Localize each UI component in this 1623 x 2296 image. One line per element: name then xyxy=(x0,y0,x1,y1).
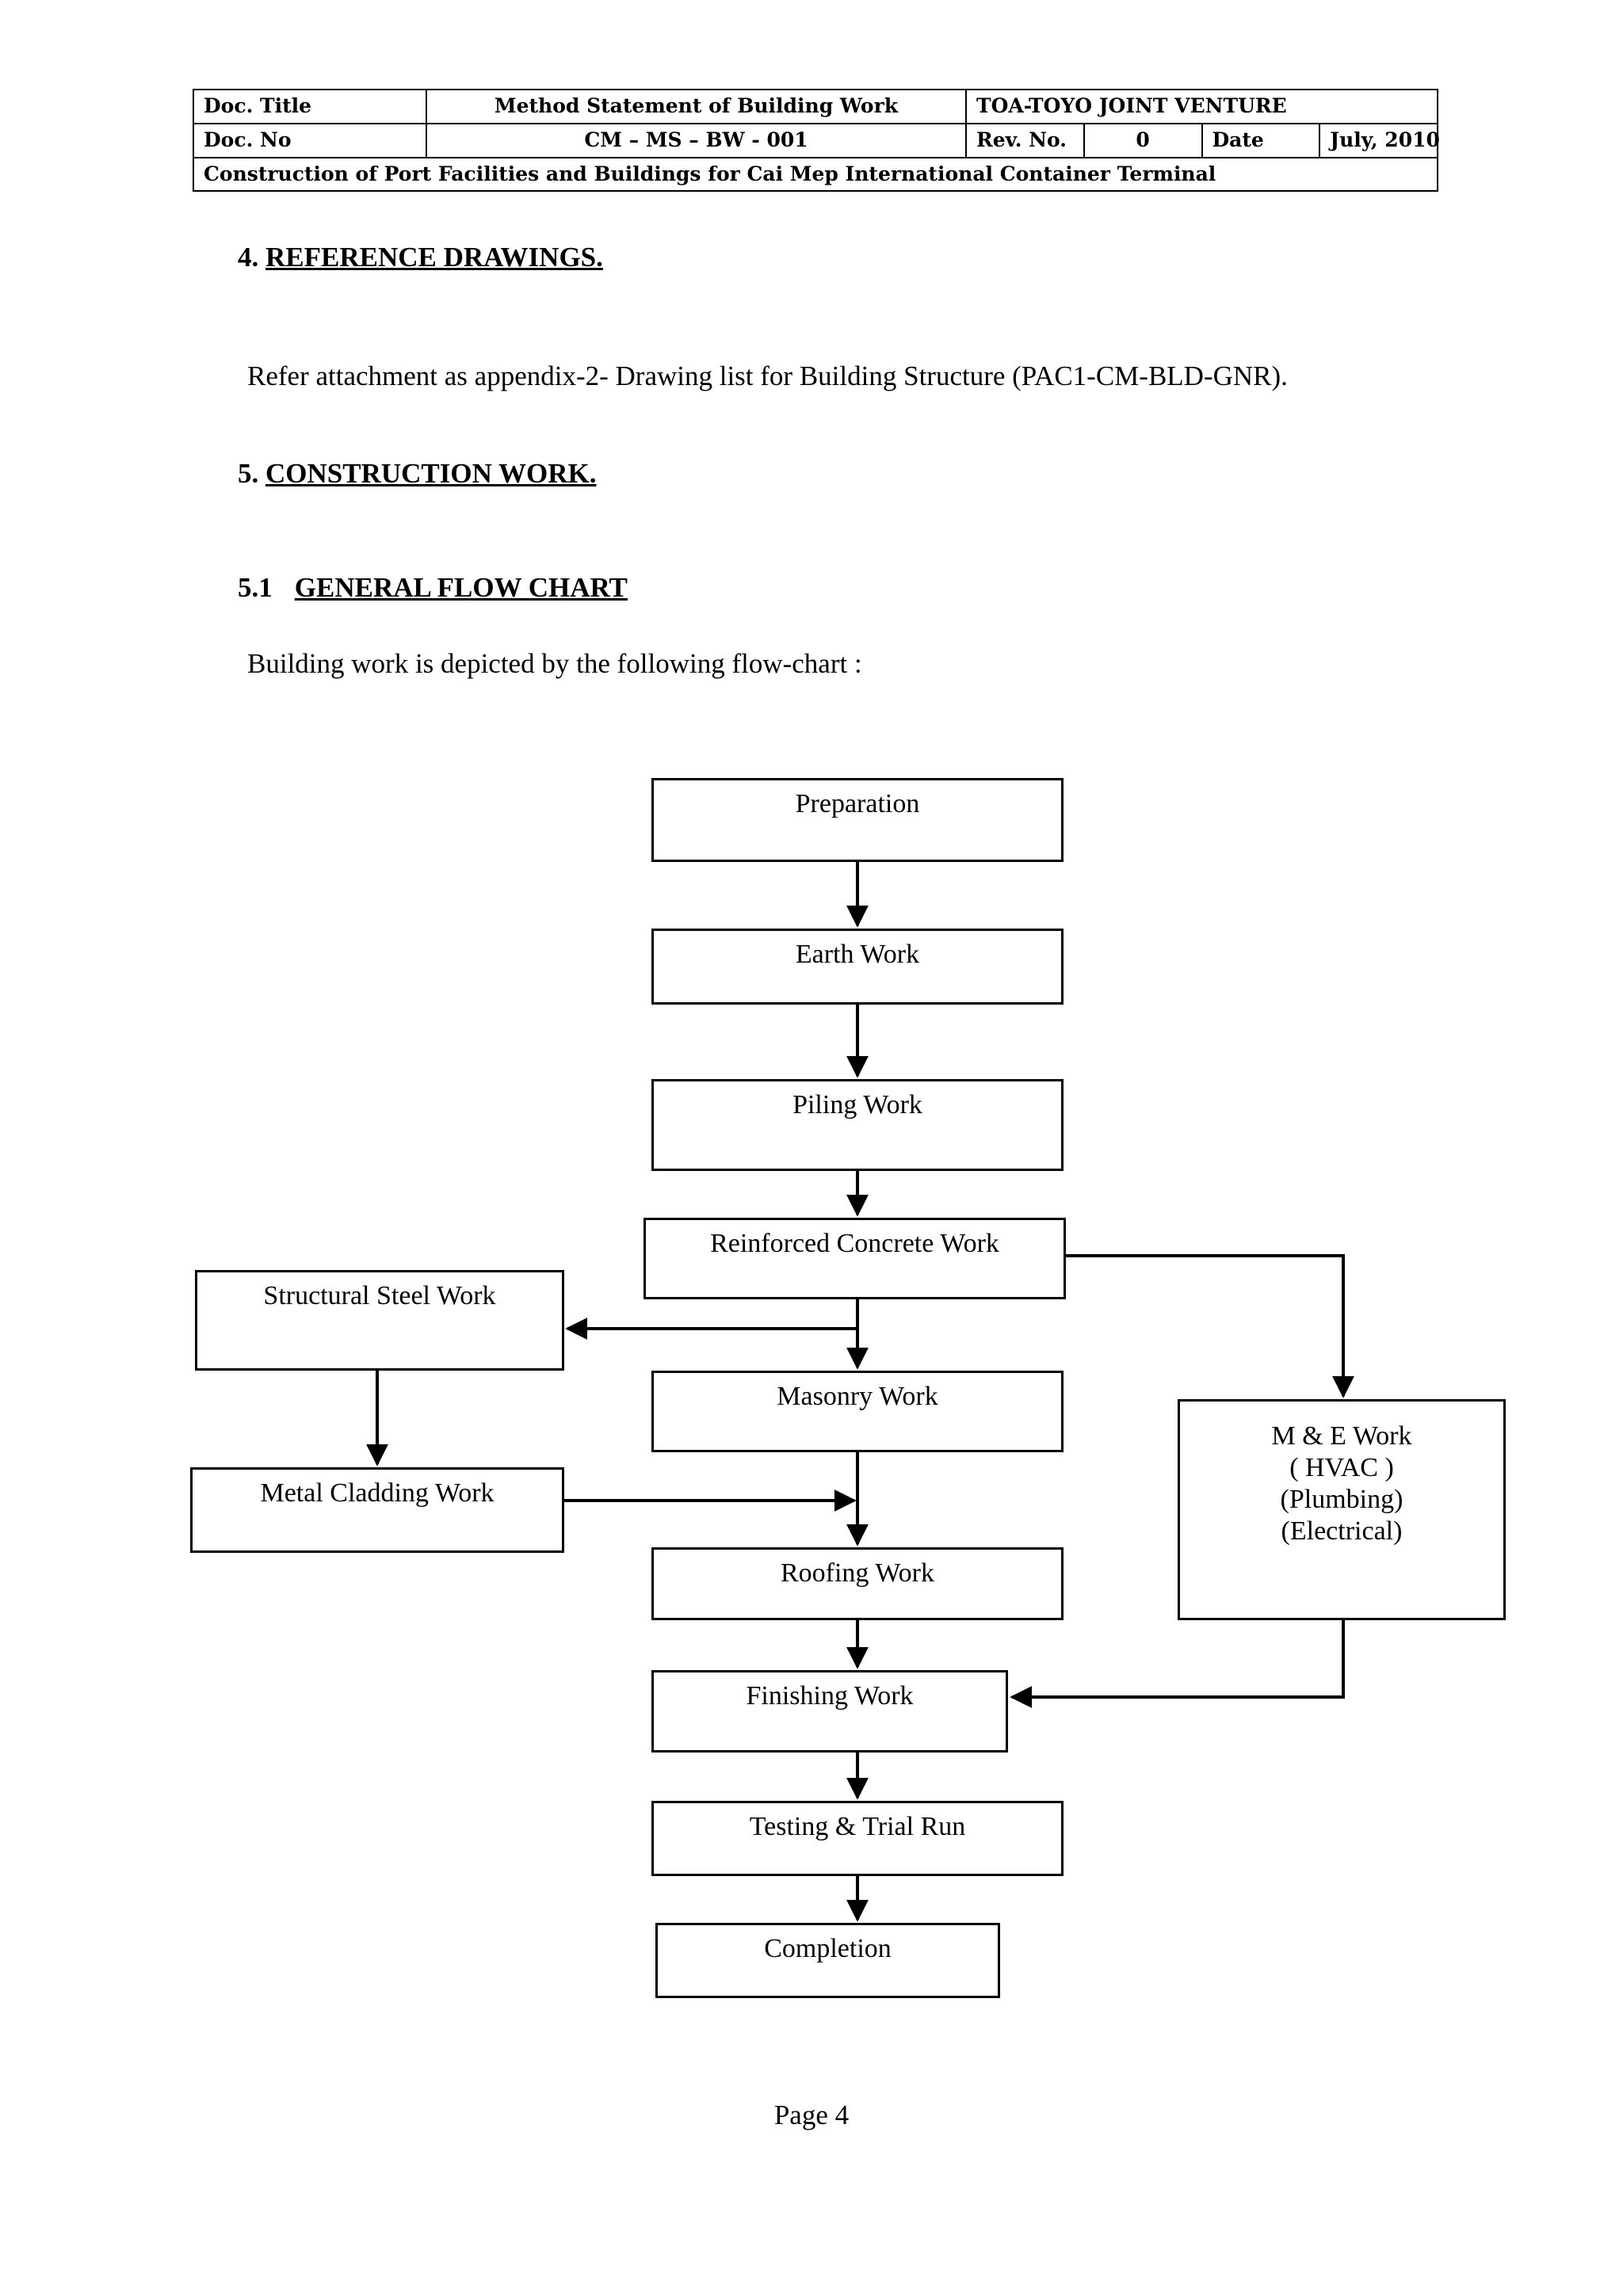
date-label: Date xyxy=(1201,122,1321,158)
project-name: Construction of Port Facilities and Buil… xyxy=(193,156,1438,193)
edge-rc-to-me xyxy=(1066,1254,1354,1398)
page-number-footer: Page 4 xyxy=(773,2100,850,2130)
flowchart-node-masonry-work: Masonry Work xyxy=(651,1371,1064,1452)
node-label: Completion xyxy=(764,1934,892,1963)
flowchart-node-testing-trial-run: Testing & Trial Run xyxy=(651,1801,1064,1876)
node-label: Metal Cladding Work xyxy=(260,1478,495,1508)
paragraph-general-flow-chart: Building work is depicted by the followi… xyxy=(247,648,862,679)
heading-general-flow-chart: 5.1 GENERAL FLOW CHART xyxy=(238,572,628,604)
heading-text: REFERENCE DRAWINGS. xyxy=(265,242,603,273)
node-label: Piling Work xyxy=(792,1090,922,1119)
doc-title-label: Doc. Title xyxy=(193,89,427,124)
doc-title-value: Method Statement of Building Work xyxy=(426,89,967,124)
heading-text: GENERAL FLOW CHART xyxy=(294,572,628,603)
flowchart-node-completion: Completion xyxy=(655,1923,1000,1998)
node-label: Earth Work xyxy=(795,940,920,969)
joint-venture-name: TOA-TOYO JOINT VENTURE xyxy=(965,89,1438,124)
document-header-table: Doc. Title Method Statement of Building … xyxy=(193,89,1440,193)
node-label: Reinforced Concrete Work xyxy=(710,1229,999,1258)
edge-rc-to-steel xyxy=(565,1299,859,1340)
flowchart-node-finishing-work: Finishing Work xyxy=(651,1670,1008,1753)
table-row-doc-no: Doc. No CM – MS – BW - 001 Rev. No. 0 Da… xyxy=(193,122,1440,158)
date-value: July, 2010 xyxy=(1319,122,1440,158)
heading-number: 4. xyxy=(238,242,259,273)
heading-number: 5.1 xyxy=(238,572,273,603)
flowchart-node-reinforced-concrete-work: Reinforced Concrete Work xyxy=(643,1218,1066,1299)
flowchart-node-roofing-work: Roofing Work xyxy=(651,1547,1064,1620)
edge-me-to-finishing xyxy=(1010,1620,1345,1708)
rev-no-label: Rev. No. xyxy=(965,122,1085,158)
node-label: Preparation xyxy=(795,789,920,818)
paragraph-reference-drawings: Refer attachment as appendix-2- Drawing … xyxy=(247,360,1288,391)
doc-no-label: Doc. No xyxy=(193,122,427,158)
node-label: Structural Steel Work xyxy=(263,1281,496,1310)
node-label: Roofing Work xyxy=(780,1558,935,1588)
flowchart-node-preparation: Preparation xyxy=(651,778,1064,862)
node-label: Testing & Trial Run xyxy=(749,1812,966,1841)
heading-reference-drawings: 4. REFERENCE DRAWINGS. xyxy=(238,242,603,273)
flowchart-node-earth-work: Earth Work xyxy=(651,929,1064,1005)
flowchart-node-structural-steel-work: Structural Steel Work xyxy=(195,1270,564,1371)
flowchart-node-metal-cladding-work: Metal Cladding Work xyxy=(190,1467,564,1553)
table-row-doc-title: Doc. Title Method Statement of Building … xyxy=(193,89,1438,124)
heading-construction-work: 5. CONSTRUCTION WORK. xyxy=(238,458,596,490)
doc-no-value: CM – MS – BW - 001 xyxy=(426,122,967,158)
node-label: Finishing Work xyxy=(746,1681,914,1711)
table-row-project: Construction of Port Facilities and Buil… xyxy=(193,156,1438,193)
node-label: Masonry Work xyxy=(777,1382,938,1411)
heading-number: 5. xyxy=(238,458,259,489)
flowchart-node-piling-work: Piling Work xyxy=(651,1079,1064,1171)
node-label: M & E Work ( HVAC ) (Plumbing) (Electric… xyxy=(1271,1421,1412,1547)
heading-text: CONSTRUCTION WORK. xyxy=(265,458,597,489)
flowchart-node-me-work: M & E Work ( HVAC ) (Plumbing) (Electric… xyxy=(1178,1399,1506,1620)
rev-no-value: 0 xyxy=(1083,122,1203,158)
